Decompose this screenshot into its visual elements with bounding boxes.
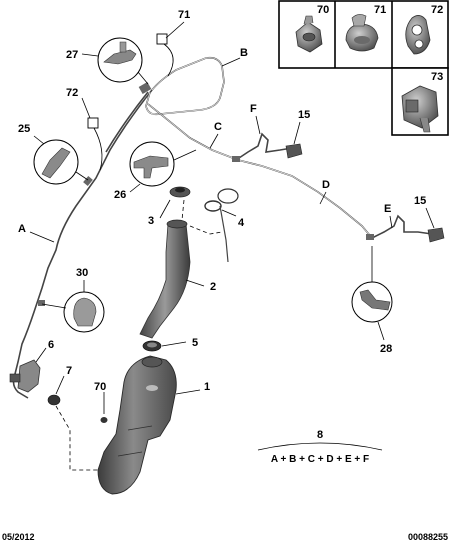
formula-text: A + B + C + D + E + F — [271, 454, 369, 465]
part-2-filler-neck — [139, 219, 205, 339]
label-26: 26 — [114, 189, 126, 201]
callout-28 — [351, 246, 393, 323]
callout-30 — [41, 291, 105, 333]
label-30: 30 — [76, 267, 88, 279]
part-number-labels: 71 27 72 25 26 3 4 2 30 5 6 7 1 70 15 15… — [18, 9, 435, 393]
inset-label-73: 73 — [431, 71, 443, 83]
label-8: 8 — [317, 429, 323, 441]
footer-date: 05/2012 — [2, 532, 35, 542]
footer-reference: 00088255 — [408, 532, 448, 542]
clip-15-upper — [285, 143, 303, 159]
hose-label-E: E — [384, 203, 391, 215]
label-4: 4 — [238, 217, 245, 229]
hose-connectors — [38, 82, 374, 306]
callout-25 — [33, 139, 89, 185]
callout-27 — [97, 37, 149, 85]
label-72: 72 — [66, 87, 78, 99]
label-1: 1 — [204, 381, 210, 393]
label-71: 71 — [178, 9, 190, 21]
hose-label-B: B — [240, 47, 248, 59]
hose-network — [12, 56, 433, 399]
label-28: 28 — [380, 343, 392, 355]
hose-label-A: A — [18, 223, 26, 235]
hose-label-F: F — [250, 103, 257, 115]
label-70: 70 — [94, 381, 106, 393]
hose-kit-formula: 8 A + B + C + D + E + F — [257, 429, 383, 465]
clip-15-lower — [427, 227, 445, 243]
inset-label-72: 72 — [431, 4, 443, 16]
part-7-pump-seal — [47, 375, 65, 406]
part-3-grommet — [159, 186, 191, 219]
label-3: 3 — [148, 215, 154, 227]
part-70-clip — [100, 392, 108, 423]
label-6: 6 — [48, 339, 54, 351]
marker-box-71 — [156, 33, 174, 77]
label-27: 27 — [66, 49, 78, 61]
part-4-cap — [204, 188, 239, 263]
hose-label-C: C — [214, 121, 222, 133]
label-15-upper: 15 — [298, 109, 310, 121]
assembly-guides — [55, 199, 223, 471]
inset-grid: 70 71 72 73 — [278, 0, 449, 136]
callout-26 — [129, 141, 197, 187]
part-5-seal — [142, 340, 187, 352]
inset-label-70: 70 — [317, 4, 329, 16]
label-2: 2 — [210, 281, 216, 293]
label-7: 7 — [66, 365, 72, 377]
part-1-reservoir — [97, 355, 201, 495]
marker-box-72 — [87, 117, 103, 171]
part-6-pump — [9, 347, 47, 393]
label-25: 25 — [18, 123, 30, 135]
hose-letter-labels: A B C D E F — [18, 47, 393, 243]
inset-clip-72: 72 — [405, 4, 443, 55]
label-15-lower: 15 — [414, 195, 426, 207]
inset-clip-71: 71 — [345, 4, 386, 52]
inset-bracket-73: 73 — [401, 71, 443, 133]
inset-label-71: 71 — [374, 4, 386, 16]
label-5: 5 — [192, 337, 198, 349]
inset-clip-70: 70 — [295, 4, 329, 53]
hose-label-D: D — [322, 179, 330, 191]
